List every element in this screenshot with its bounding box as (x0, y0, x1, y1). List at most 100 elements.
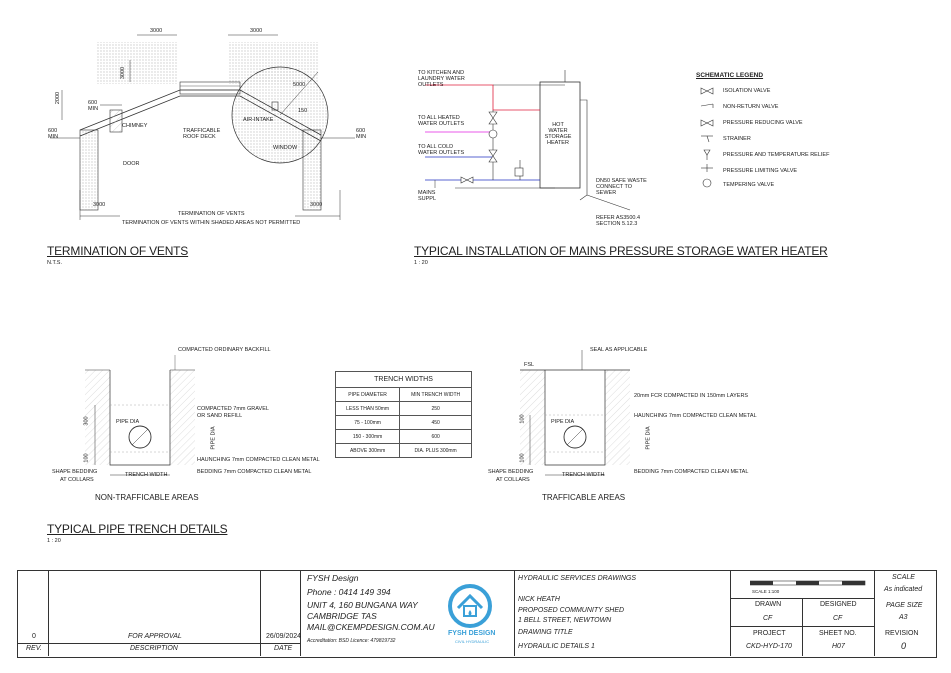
legend-item-nonreturn: NON-RETURN VALVE (723, 104, 779, 110)
vents-dim-9: 3000 (120, 66, 127, 80)
trench-left-shape: SHAPE BEDDING (52, 469, 98, 475)
door-label: DOOR (123, 161, 140, 167)
revision-value: 0 (901, 641, 907, 651)
scale-bar-label: SCALE 1:100 (752, 589, 780, 594)
designed-value: CF (833, 615, 843, 622)
trench-right-shape: SHAPE BEDDING (488, 469, 534, 475)
heater-note-heated: TO ALL HEATED WATER OUTLETS (418, 115, 465, 127)
vents-drawing (50, 34, 355, 220)
heater-note-mains: MAINS SUPPL (418, 190, 437, 202)
trench-right-bedding: BEDDING 7mm COMPACTED CLEAN METAL (634, 469, 749, 475)
scale-value: As indicated (884, 586, 923, 593)
trench-right-fsl: FSL (524, 362, 535, 368)
vents-scale: N.T.S. (47, 260, 62, 266)
table-cell: LESS THAN 50mm (334, 401, 401, 416)
table-cell: 250 (399, 401, 472, 416)
heater-title: TYPICAL INSTALLATION OF MAINS PRESSURE S… (414, 244, 828, 258)
roof-deck-label: TRAFFICABLE ROOF DECK (183, 128, 221, 140)
table-row: 75 - 100mm 450 (334, 415, 472, 430)
heater-note-refer: REFER AS3500.4 SECTION 5.12.3 (596, 215, 641, 227)
trench-right-collars: AT COLLARS (496, 477, 530, 483)
isolation-valve-icon (700, 87, 708, 95)
trench-left-collars: AT COLLARS (60, 477, 94, 483)
vents-dim-4: 3000 (310, 202, 323, 208)
trench-widths-table: TRENCH WIDTHS PIPE DIAMETER MIN TRENCH W… (334, 371, 472, 458)
trench-right-haunching: HAUNCHING 7mm COMPACTED CLEAN METAL (634, 413, 757, 419)
trench-right-pipedia: PIPE DIA (551, 419, 575, 425)
project-number: CKD-HYD-170 (746, 643, 792, 650)
trench-right-fcr: 20mm FCR COMPACTED IN 150mm LAYERS (634, 393, 749, 399)
company-phone: Phone : 0414 149 394 (307, 587, 391, 597)
table-cell: 75 - 100mm (334, 415, 401, 430)
rev-value: 0 (32, 633, 36, 640)
table-cell: 150 - 300mm (334, 429, 401, 444)
trench-left-bedding: BEDDING 7mm COMPACTED CLEAN METAL (197, 469, 312, 475)
project-label: PROJECT (753, 630, 786, 637)
trench-left-caption: NON-TRAFFICABLE AREAS (95, 493, 199, 502)
vents-title: TERMINATION OF VENTS (47, 244, 189, 258)
client-name: NICK HEATH (518, 596, 560, 603)
legend-item-strainer: STRAINER (723, 136, 751, 142)
trench-left-300: 300 (83, 416, 90, 426)
company-name: FYSH Design (307, 573, 359, 583)
legend-symbols (700, 87, 714, 188)
project-address: 1 BELL STREET, NEWTOWN (518, 617, 612, 624)
trench-right-width: TRENCH WIDTH (562, 472, 605, 478)
vents-dim-2: 3000 (250, 28, 263, 34)
pipe-trench-title: TYPICAL PIPE TRENCH DETAILS (47, 522, 228, 536)
vents-dim-1: 3000 (150, 28, 163, 34)
description-value: FOR APPROVAL (128, 633, 182, 640)
sheet-number: H07 (832, 643, 845, 650)
vents-dim-6: 600 MIN (48, 128, 59, 140)
trench-left-drawing (85, 355, 195, 476)
vents-dim-8: 2000 (55, 91, 62, 105)
page-size-label: PAGE SIZE (886, 602, 923, 609)
heater-note-cold: TO ALL COLD WATER OUTLETS (418, 144, 465, 156)
project-type: HYDRAULIC SERVICES DRAWINGS (518, 575, 636, 582)
trench-right-100a: 100 (519, 414, 526, 424)
heater-note-waste: DN50 SAFE WASTE CONNECT TO SEWER (596, 178, 647, 196)
company-email: MAIL@CKEMPDESIGN.COM.AU (307, 622, 435, 632)
drawing-title-label: DRAWING TITLE (518, 629, 573, 636)
trench-left-pipedia: PIPE DIA (116, 419, 140, 425)
table-row: ABOVE 300mm DIA. PLUS 300mm (334, 443, 472, 458)
date-value: 26/09/2024 (266, 633, 302, 640)
page-size-value: A3 (899, 614, 908, 621)
vents-caption-2: TERMINATION OF VENTS WITHIN SHADED AREAS… (122, 220, 301, 226)
table-cell: 450 (399, 415, 472, 430)
scale-label: SCALE (892, 574, 915, 581)
drawn-label: DRAWN (755, 601, 782, 608)
rev-label: REV. (26, 645, 42, 652)
pipe-trench-scale: 1 : 20 (47, 538, 61, 544)
project-name: PROPOSED COMMUNITY SHED (518, 607, 625, 614)
trench-left-haunching: HAUNCHING 7mm COMPACTED CLEAN METAL (197, 457, 320, 463)
scale-bar (750, 580, 866, 586)
trench-right-pipedia-v: PIPE DIA (645, 426, 652, 450)
chimney-label: CHIMNEY (122, 123, 148, 129)
legend-item-ptr: PRESSURE AND TEMPERATURE RELIEF (723, 152, 830, 158)
fysh-logo-icon (448, 584, 492, 628)
company-address-2: CAMBRIDGE TAS (307, 611, 377, 621)
revision-label: REVISION (885, 630, 919, 637)
vents-dim-3: 3000 (93, 202, 106, 208)
trench-right-caption: TRAFFICABLE AREAS (542, 493, 626, 502)
trench-right-drawing (520, 350, 630, 476)
trench-left-width: TRENCH WIDTH (125, 472, 168, 478)
drawing-title: HYDRAULIC DETAILS 1 (518, 643, 595, 650)
legend-item-isolation: ISOLATION VALVE (723, 88, 771, 94)
drawn-value: CF (763, 615, 773, 622)
window-label: WINDOW (273, 145, 298, 151)
logo-text: FYSH DESIGN (448, 630, 496, 637)
legend-item-plv: PRESSURE LIMITING VALVE (723, 168, 798, 174)
trench-left-pipedia-v: PIPE DIA (210, 426, 217, 450)
company-address-1: UNIT 4, 160 BUNGANA WAY (307, 600, 418, 610)
date-label: DATE (274, 645, 293, 652)
trench-right-100b: 100 (519, 453, 526, 463)
heater-scale: 1 : 20 (414, 260, 428, 266)
trench-left-100: 100 (83, 453, 90, 463)
trench-right-seal: SEAL AS APPLICABLE (590, 347, 648, 353)
table-cell: 600 (399, 429, 472, 444)
legend-item-prv: PRESSURE REDUCING VALVE (723, 120, 803, 126)
legend-item-tempering: TEMPERING VALVE (723, 182, 775, 188)
